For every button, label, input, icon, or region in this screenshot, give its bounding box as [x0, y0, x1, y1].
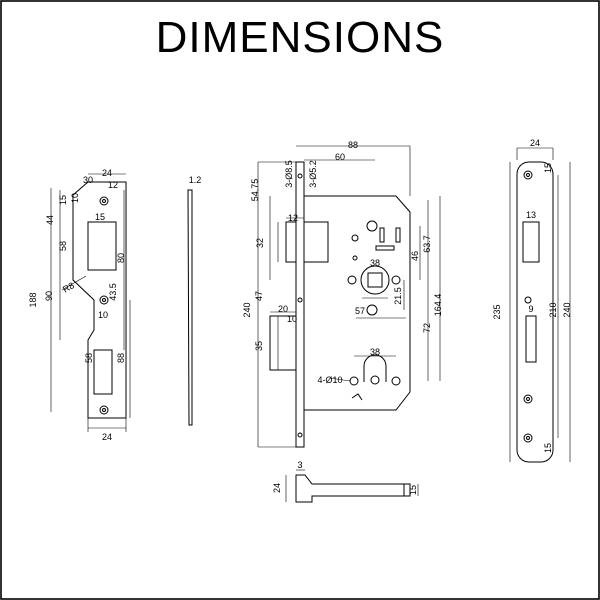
svg-text:12: 12: [108, 180, 118, 190]
svg-text:15: 15: [95, 212, 105, 222]
svg-text:63.7: 63.7: [422, 235, 432, 253]
svg-text:47: 47: [254, 291, 264, 301]
plate-thickness-label: 1.2: [189, 175, 202, 185]
latch-housing: [303, 221, 329, 263]
svg-text:15: 15: [543, 163, 553, 173]
lock-case-outline: [303, 195, 411, 411]
follower-square: [367, 272, 383, 288]
svg-text:24: 24: [272, 483, 282, 493]
svg-text:15: 15: [408, 485, 418, 495]
svg-text:10: 10: [287, 314, 297, 324]
svg-text:3: 3: [297, 460, 302, 470]
svg-text:188: 188: [28, 292, 38, 307]
strike-width-top: 24: [102, 168, 112, 178]
svg-text:24: 24: [530, 138, 540, 148]
backset-label: 60: [335, 152, 345, 162]
svg-text:46: 46: [410, 251, 420, 261]
page-title: DIMENSIONS: [155, 13, 445, 62]
svg-text:54.75: 54.75: [250, 179, 260, 202]
strike-bolt-window: [93, 349, 113, 395]
svg-text:57: 57: [355, 306, 365, 316]
svg-text:43.5: 43.5: [108, 283, 118, 301]
strike-hole-top: [99, 196, 109, 206]
follower-hub: [360, 265, 390, 295]
svg-text:72: 72: [422, 323, 432, 333]
svg-text:164.4: 164.4: [433, 294, 443, 317]
svg-text:24: 24: [102, 432, 112, 442]
faceplate-height-235: 235: [492, 304, 502, 319]
lock-body-view: 88 60 3-Ø8.5 3-Ø5.2 54.75 12 32 240 47 2…: [242, 140, 443, 448]
faceplate-height-240: 240: [562, 302, 572, 317]
faceplate-outline: [516, 161, 554, 463]
svg-text:21.5: 21.5: [393, 287, 403, 305]
svg-text:4-Ø10: 4-Ø10: [317, 375, 342, 385]
svg-text:88: 88: [116, 353, 126, 363]
plate-thickness-view: 1.2: [187, 175, 202, 426]
body-height-label: 240: [242, 302, 252, 317]
faceplate-front-view: 24 15 13 235 210 240 9 15: [492, 138, 572, 463]
svg-text:10: 10: [98, 310, 108, 320]
svg-text:12: 12: [288, 213, 298, 223]
body-depth-label: 88: [348, 140, 358, 150]
svg-text:15: 15: [543, 443, 553, 453]
faceplate-latch-slot: [522, 221, 540, 263]
svg-text:3-Ø8.5: 3-Ø8.5: [284, 160, 294, 188]
bolt-profile-outline: [295, 474, 411, 503]
strike-hole-bottom: [99, 405, 109, 415]
svg-text:30: 30: [83, 175, 93, 185]
lock-faceplate: [295, 161, 305, 448]
svg-text:R8: R8: [61, 280, 76, 294]
svg-text:10: 10: [70, 193, 80, 203]
svg-text:32: 32: [255, 238, 265, 248]
bolt-profile-view: 3 24 15: [272, 460, 419, 503]
cylinder-cutout: [363, 354, 387, 382]
svg-text:15: 15: [58, 195, 68, 205]
svg-text:20: 20: [278, 304, 288, 314]
strike-latch-window: [87, 221, 117, 271]
strike-hole-mid: [99, 295, 109, 305]
mount-hole-mid: [366, 304, 378, 316]
svg-text:58: 58: [58, 241, 68, 251]
svg-text:35: 35: [254, 341, 264, 351]
mount-hole-top: [366, 220, 378, 232]
strike-plate-view: 24 30 12 15 10 44 15 58 80 90 188 R8 43.…: [28, 168, 131, 442]
svg-text:80: 80: [116, 253, 126, 263]
plate-profile: [187, 189, 193, 426]
faceplate-height-210: 210: [548, 302, 558, 317]
faceplate-bolt-slot: [525, 315, 537, 363]
svg-text:44: 44: [45, 215, 55, 225]
strike-plate-outline: [72, 181, 127, 419]
dead-bolt: [269, 315, 297, 371]
svg-text:13: 13: [526, 210, 536, 220]
latch-bolt: [285, 221, 297, 263]
svg-text:90: 90: [44, 291, 54, 301]
svg-text:9: 9: [528, 304, 533, 314]
svg-text:38: 38: [370, 258, 380, 268]
svg-text:38: 38: [370, 347, 380, 357]
svg-text:58: 58: [84, 353, 94, 363]
svg-text:3-Ø5.2: 3-Ø5.2: [308, 160, 318, 188]
